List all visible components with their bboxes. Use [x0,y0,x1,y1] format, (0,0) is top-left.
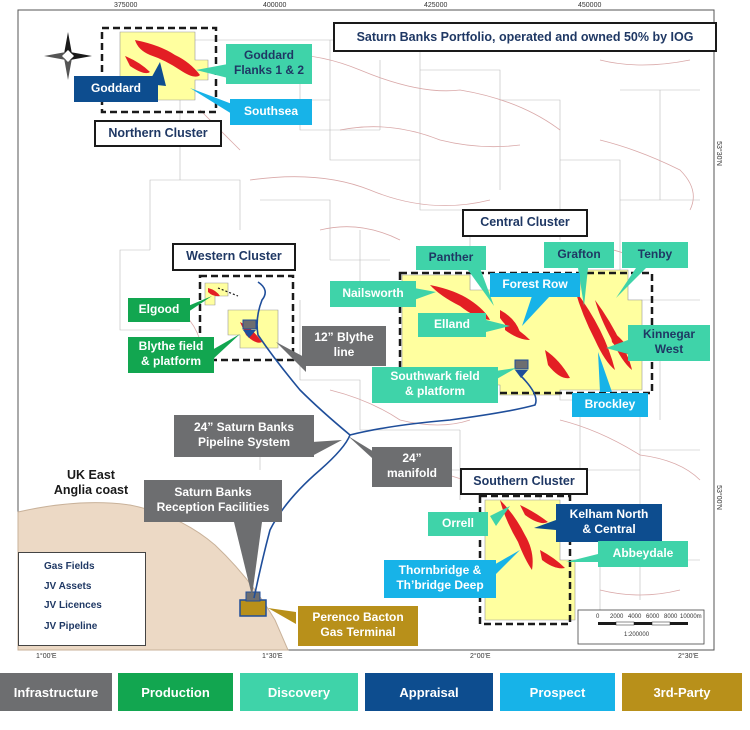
tick-top-2: 400000 [263,2,287,9]
reception-platform [245,591,261,602]
callout-pointers [148,62,646,624]
scale-label-4: 8000 [664,614,678,620]
tick-left-1: 5950000 [0,30,1,57]
southwark-callout: Southwark field & platform [372,367,498,403]
map-title: Saturn Banks Portfolio, operated and own… [333,22,717,52]
southern-cluster-label: Southern Cluster [460,468,588,495]
tick-top-4: 450000 [578,2,602,9]
kelham-callout: Kelham North & Central [556,504,662,542]
thornbridge-callout: Thornbridge & Th’bridge Deep [384,560,496,598]
forest-row-callout: Forest Row [490,273,580,297]
bacton-terminal [239,599,267,617]
tick-right-1: 53°30'N [714,141,722,166]
southsea-callout: Southsea [230,99,312,125]
blythe-line-callout: 12” Blythe line [302,326,386,366]
brockley-callout: Brockley [572,393,648,417]
scale-label-0: 0 [596,614,600,620]
orrell-callout: Orrell [428,512,488,536]
perenco-callout: Perenco Bacton Gas Terminal [298,606,418,646]
tick-top-1: 375000 [114,2,138,9]
central-cluster-label: Central Cluster [462,209,588,237]
scale-label-1: 2000 [610,614,624,620]
tenby-callout: Tenby [622,242,688,268]
legend-jv-pipeline-label: JV Pipeline [44,621,98,632]
blythe-field-callout: Blythe field & platform [128,337,214,373]
goddard-flanks-callout: Goddard Flanks 1 & 2 [226,44,312,84]
legend-jv-licences-label: JV Licences [44,600,102,611]
tick-top-3: 425000 [424,2,448,9]
northern-cluster-label: Northern Cluster [94,120,222,147]
elgood-callout: Elgood [128,298,190,322]
category-production: Production [118,673,233,711]
western-cluster-label: Western Cluster [172,243,296,271]
manifold-callout: 24” manifold [372,447,452,487]
scale-label-2: 4000 [628,614,642,620]
tick-left-2: 5925000 [0,178,1,205]
tick-bottom-1: 1°00'E [36,653,57,660]
category-infrastructure: Infrastructure [0,673,112,711]
reception-callout: Saturn Banks Reception Facilities [144,480,282,522]
panther-callout: Panther [416,246,486,270]
legend [18,552,146,646]
category-appraisal: Appraisal [365,673,493,711]
legend-jv-assets-label: JV Assets [44,581,92,592]
northern-licence [100,26,218,114]
tick-left-4: 5875000 [0,488,1,515]
goddard-callout: Goddard [74,76,158,102]
tick-bottom-3: 2°00'E [470,653,491,660]
scale-bar [577,609,705,645]
tick-left-5: 5850000 [0,624,1,651]
category-prospect: Prospect [500,673,615,711]
jv-pipelines [253,281,537,599]
nailsworth-callout: Nailsworth [330,281,416,307]
tick-bottom-2: 1°30'E [262,653,283,660]
coast-label: UK East Anglia coast [53,468,129,497]
tick-left-3: 5900000 [0,317,1,344]
tick-bottom-4: 2°30'E [678,653,699,660]
category-discovery: Discovery [240,673,358,711]
scale-label-5: 10000m [680,614,702,620]
elland-callout: Elland [418,313,486,337]
category-third-party: 3rd-Party [622,673,742,711]
southwark-platform [514,359,529,378]
pipeline-system-callout: 24” Saturn Banks Pipeline System [174,415,314,457]
scale-label-3: 6000 [646,614,660,620]
tick-right-2: 53°00'N [714,485,722,510]
southern-licence [478,494,576,626]
central-licence [398,269,654,396]
grafton-callout: Grafton [544,242,614,268]
north-arrow [44,32,92,80]
elgood-tieback [217,287,239,297]
blythe-platform [242,319,257,338]
abbeydale-callout: Abbeydale [598,541,688,567]
legend-gas-fields-label: Gas Fields [44,561,95,572]
scale-ratio: 1:200000 [624,632,650,638]
kinnegar-west-callout: Kinnegar West [628,325,710,361]
